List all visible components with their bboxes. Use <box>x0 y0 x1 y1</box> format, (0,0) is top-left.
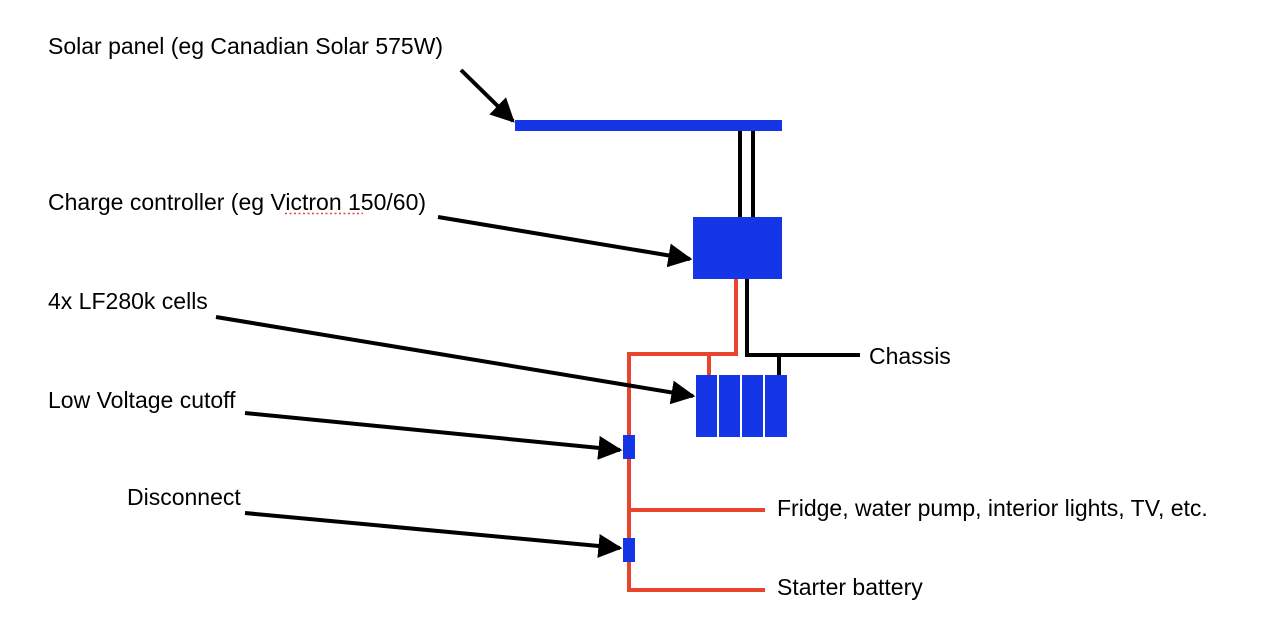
disconnect-label: Disconnect <box>127 484 241 510</box>
loads-label: Fridge, water pump, interior lights, TV,… <box>777 495 1208 521</box>
positive-bus-wire <box>627 278 765 592</box>
low-voltage-cutoff-label: Low Voltage cutoff <box>48 387 236 413</box>
negative-wires <box>738 130 860 376</box>
charge-controller-label-brand: Victron <box>270 189 341 215</box>
charge-controller <box>693 217 782 279</box>
components <box>515 120 787 562</box>
disconnect-arrow <box>244 511 623 558</box>
starter-battery-label: Starter battery <box>777 574 923 600</box>
battery-cell <box>719 375 740 437</box>
low-voltage-cutoff-arrow <box>244 411 623 460</box>
battery-cell <box>765 375 787 437</box>
chassis-ground-wire <box>745 278 860 357</box>
cells-arrow <box>215 315 696 405</box>
battery-cells <box>696 375 787 437</box>
annotation-arrows <box>215 68 696 558</box>
charge-controller-label-prefix: Charge controller (eg <box>48 189 270 215</box>
low-voltage-cutoff-device <box>623 435 635 459</box>
disconnect-switch <box>623 538 635 562</box>
charge-controller-label: Charge controller (eg Victron 150/60) <box>48 189 426 215</box>
chassis-label: Chassis <box>869 343 951 369</box>
solar-panel-arrow <box>459 68 515 123</box>
charge-controller-arrow <box>437 215 693 268</box>
battery-cell <box>696 375 717 437</box>
battery-cell <box>742 375 763 437</box>
cells-label: 4x LF280k cells <box>48 288 208 314</box>
solar-panel <box>515 120 782 131</box>
charge-controller-label-suffix: 150/60) <box>342 189 426 215</box>
positive-wires <box>627 278 765 592</box>
solar-panel-label: Solar panel (eg Canadian Solar 575W) <box>48 33 443 59</box>
